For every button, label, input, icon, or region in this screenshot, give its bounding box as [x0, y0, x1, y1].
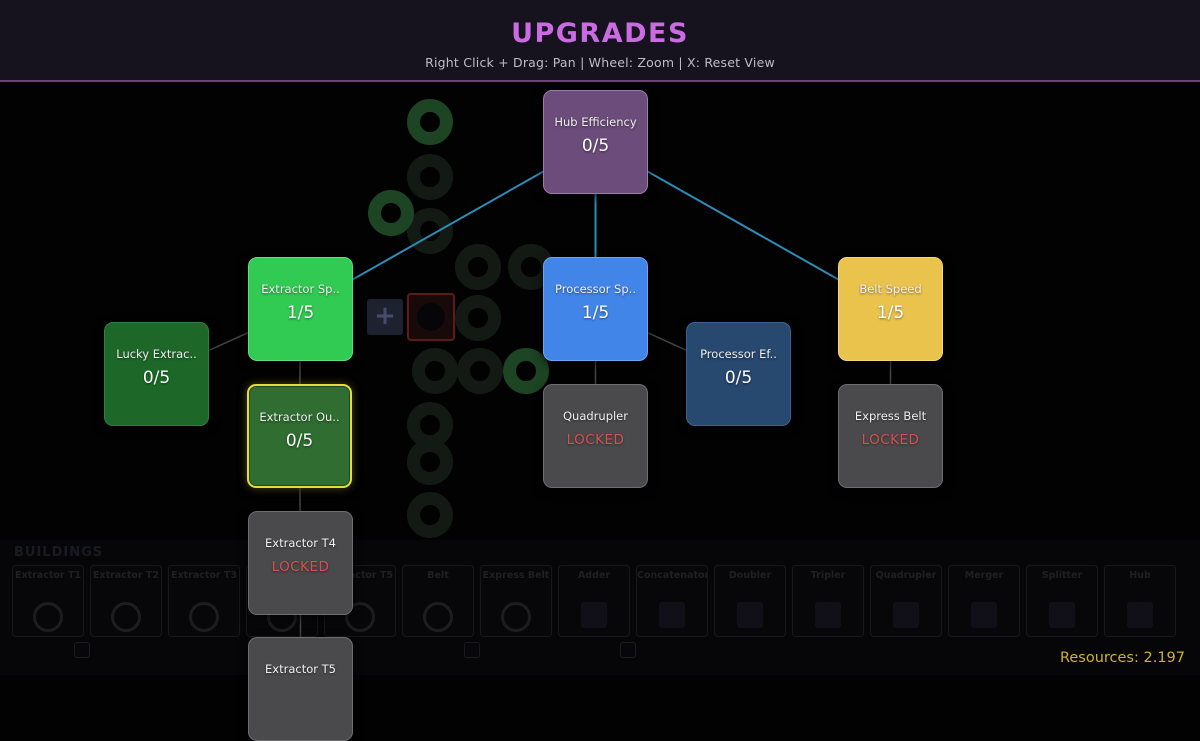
- building-hotkey-badge: [464, 642, 480, 658]
- circle-icon: [33, 602, 63, 632]
- building-card-splitter: Splitter: [1026, 565, 1098, 637]
- upgrades-header: UPGRADES Right Click + Drag: Pan | Wheel…: [0, 0, 1200, 82]
- resource-node-icon: [407, 154, 453, 200]
- building-hotkey-badge: [620, 642, 636, 658]
- building-card-name: Hub: [1129, 570, 1151, 581]
- building-card-doubler: Doubler: [714, 565, 786, 637]
- upgrade-node-label: Extractor T5: [265, 662, 336, 676]
- upgrade-node-level: 0/5: [581, 136, 610, 156]
- controls-hint: Right Click + Drag: Pan | Wheel: Zoom | …: [425, 55, 775, 70]
- circle-icon: [189, 602, 219, 632]
- building-card-hub: Hub: [1104, 565, 1176, 637]
- resources-counter: Resources: 2.197: [1059, 650, 1185, 666]
- building-card-name: Doubler: [728, 570, 772, 581]
- upgrade-node-level: 0/5: [285, 431, 314, 451]
- adder-plus-tile: +: [367, 299, 403, 335]
- resource-node-icon: [412, 348, 458, 394]
- page-title: UPGRADES: [511, 18, 689, 49]
- upgrade-node-level: 1/5: [286, 303, 315, 323]
- upgrade-node-extractor-output[interactable]: Extractor Ou.. 0/5: [247, 384, 352, 488]
- building-card-extractor-t2: Extractor T2: [90, 565, 162, 637]
- square-icon: [815, 602, 841, 628]
- upgrade-node-label: Express Belt: [854, 409, 927, 423]
- upgrade-node-label: Hub Efficiency: [554, 115, 637, 129]
- upgrade-node-locked-status: LOCKED: [566, 432, 625, 448]
- building-card-merger: Merger: [948, 565, 1020, 637]
- building-card-extractor-t3: Extractor T3: [168, 565, 240, 637]
- upgrade-node-hub-efficiency[interactable]: Hub Efficiency 0/5: [543, 90, 648, 194]
- square-icon: [737, 602, 763, 628]
- background-game-objects: +: [367, 99, 554, 538]
- upgrade-node-level: 1/5: [876, 303, 905, 323]
- square-icon: [1049, 602, 1075, 628]
- building-card-name: Extractor T5: [326, 570, 394, 581]
- resource-node-icon: [455, 295, 501, 341]
- circle-icon: [345, 602, 375, 632]
- circle-icon: [111, 602, 141, 632]
- resource-node-icon: [457, 348, 503, 394]
- buildings-bar: BUILDINGS Extractor T1 Extractor T2 Extrac…: [0, 540, 1200, 675]
- upgrade-node-label: Processor Ef..: [700, 347, 777, 361]
- building-card-express-belt: Express Belt: [480, 565, 552, 637]
- machine-hole: [417, 303, 445, 331]
- upgrade-node-label: Extractor Sp..: [261, 282, 340, 296]
- building-card-name: Belt: [427, 570, 449, 581]
- circle-icon: [501, 602, 531, 632]
- upgrade-node-extractor-t5[interactable]: Extractor T5: [248, 637, 353, 741]
- building-card-adder: Adder: [558, 565, 630, 637]
- building-card-name: Adder: [577, 570, 611, 581]
- upgrade-node-label: Extractor Ou..: [259, 410, 340, 424]
- resource-node-icon: [407, 492, 453, 538]
- upgrade-node-label: Belt Speed: [859, 282, 922, 296]
- building-hotkey-badge: [74, 642, 90, 658]
- upgrade-node-label: Quadrupler: [562, 409, 628, 423]
- buildings-title: BUILDINGS: [14, 545, 104, 560]
- upgrade-node-locked-status: LOCKED: [271, 559, 330, 575]
- building-card-extractor-t1: Extractor T1: [12, 565, 84, 637]
- building-card-belt: Belt: [402, 565, 474, 637]
- building-card-name: Concatenator: [637, 570, 707, 581]
- upgrade-node-label: Processor Sp..: [555, 282, 636, 296]
- building-card-name: Extractor T3: [170, 570, 238, 581]
- building-card-name: Express Belt: [482, 570, 550, 581]
- buildings-bar-content: BUILDINGS Extractor T1 Extractor T2 Extrac…: [0, 540, 1200, 675]
- upgrade-node-lucky-extractor[interactable]: Lucky Extrac.. 0/5: [104, 322, 209, 426]
- square-icon: [1127, 602, 1153, 628]
- resource-node-icon: [503, 348, 549, 394]
- building-card-name: Extractor T2: [92, 570, 160, 581]
- square-icon: [893, 602, 919, 628]
- building-card-name: Tripler: [810, 570, 846, 581]
- building-card-concatenator: Concatenator: [636, 565, 708, 637]
- upgrade-node-label: Extractor T4: [265, 536, 336, 550]
- upgrade-node-processor-efficiency[interactable]: Processor Ef.. 0/5: [686, 322, 791, 426]
- building-card-name: Extractor T1: [14, 570, 82, 581]
- upgrade-node-extractor-speed[interactable]: Extractor Sp.. 1/5: [248, 257, 353, 361]
- building-card-quadrupler: Quadrupler: [870, 565, 942, 637]
- upgrade-node-belt-speed[interactable]: Belt Speed 1/5: [838, 257, 943, 361]
- building-card-name: Splitter: [1041, 570, 1083, 581]
- building-card-name: Quadrupler: [875, 570, 937, 581]
- machine-tile-red: [407, 293, 455, 341]
- square-icon: [581, 602, 607, 628]
- building-card-tripler: Tripler: [792, 565, 864, 637]
- resource-node-icon: [407, 99, 453, 145]
- resource-node-icon: [455, 244, 501, 290]
- resource-node-icon: [407, 439, 453, 485]
- resource-node-icon: [368, 190, 414, 236]
- circle-icon: [423, 602, 453, 632]
- upgrade-node-locked-status: LOCKED: [861, 432, 920, 448]
- upgrade-node-processor-speed[interactable]: Processor Sp.. 1/5: [543, 257, 648, 361]
- upgrade-node-extractor-t4[interactable]: Extractor T4 LOCKED: [248, 511, 353, 615]
- upgrade-node-level: 0/5: [142, 368, 171, 388]
- square-icon: [659, 602, 685, 628]
- upgrade-node-label: Lucky Extrac..: [116, 347, 197, 361]
- upgrade-node-level: 0/5: [724, 368, 753, 388]
- square-icon: [971, 602, 997, 628]
- building-card-name: Merger: [964, 570, 1004, 581]
- upgrade-node-level: 1/5: [581, 303, 610, 323]
